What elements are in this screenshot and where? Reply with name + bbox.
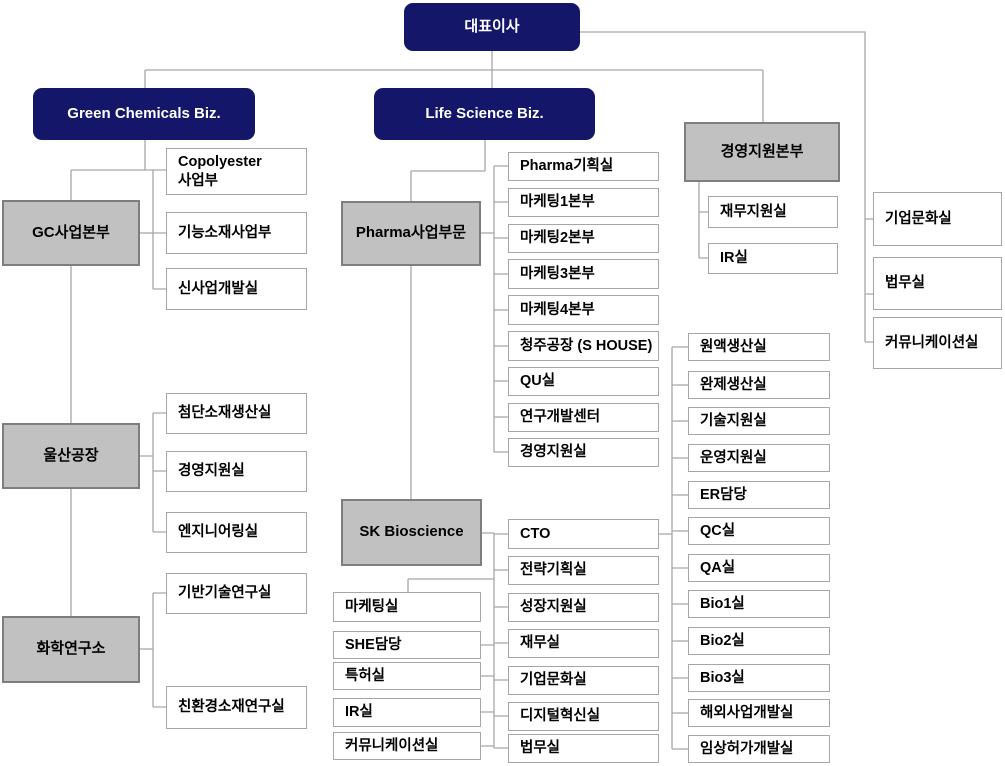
- org-node-cto-sub-8: Bio1실: [688, 590, 830, 618]
- org-node-green-chemicals-biz: Green Chemicals Biz.: [33, 88, 255, 140]
- org-node-pharma-sub-9: 경영지원실: [508, 438, 659, 467]
- org-node-ulsan-sub-2: 경영지원실: [166, 451, 307, 492]
- org-node-gc-division: GC사업본부: [2, 200, 140, 266]
- org-node-cto-sub-4: 운영지원실: [688, 444, 830, 472]
- org-node-skbio-left-4: IR실: [333, 698, 481, 727]
- org-node-staff-office-1: 기업문화실: [873, 192, 1002, 246]
- org-node-gc-sub-3: 신사업개발실: [166, 268, 307, 310]
- org-node-skbio-left-2: SHE담당: [333, 631, 481, 659]
- org-node-skbio-left-3: 특허실: [333, 662, 481, 690]
- org-node-skbio-right-4: 재무실: [508, 629, 659, 658]
- org-node-cto-sub-12: 임상허가개발실: [688, 735, 830, 763]
- org-node-skbio-right-6: 디지털혁신실: [508, 702, 659, 731]
- org-node-mgmt-sub-2: IR실: [708, 243, 838, 274]
- org-node-staff-office-3: 커뮤니케이션실: [873, 317, 1002, 369]
- org-node-chem-sub-2: 친환경소재연구실: [166, 686, 307, 729]
- org-node-pharma-sub-4: 마케팅3본부: [508, 259, 659, 289]
- org-node-gc-sub-2: 기능소재사업부: [166, 212, 307, 254]
- org-node-skbio-right-2: 전략기획실: [508, 556, 659, 585]
- org-node-cto-sub-2: 완제생산실: [688, 371, 830, 399]
- org-node-mgmt-sub-1: 재무지원실: [708, 196, 838, 228]
- org-node-cto-sub-7: QA실: [688, 554, 830, 582]
- org-node-pharma-sub-5: 마케팅4본부: [508, 295, 659, 325]
- org-node-pharma-sub-7: QU실: [508, 367, 659, 396]
- org-node-pharma-sub-8: 연구개발센터: [508, 403, 659, 432]
- org-node-skbio-right-1: CTO: [508, 519, 659, 549]
- org-node-ceo: 대표이사: [404, 3, 580, 51]
- org-node-skbio-right-7: 법무실: [508, 734, 659, 763]
- org-node-skbio-right-5: 기업문화실: [508, 666, 659, 695]
- org-node-sk-bioscience: SK Bioscience: [341, 499, 482, 566]
- org-node-cto-sub-9: Bio2실: [688, 627, 830, 655]
- org-node-gc-sub-1: Copolyester 사업부: [166, 148, 307, 195]
- org-node-cto-sub-11: 해외사업개발실: [688, 699, 830, 727]
- org-node-pharma-division: Pharma사업부문: [341, 201, 481, 266]
- org-node-skbio-left-5: 커뮤니케이션실: [333, 732, 481, 760]
- org-node-cto-sub-6: QC실: [688, 517, 830, 545]
- org-node-cto-sub-5: ER담당: [688, 481, 830, 509]
- org-node-pharma-sub-1: Pharma기획실: [508, 152, 659, 181]
- org-node-chemical-research-lab: 화학연구소: [2, 616, 140, 683]
- org-node-pharma-sub-6: 청주공장 (S HOUSE): [508, 331, 659, 361]
- org-node-ulsan-sub-1: 첨단소재생산실: [166, 393, 307, 434]
- org-node-cto-sub-3: 기술지원실: [688, 407, 830, 435]
- org-node-skbio-right-3: 성장지원실: [508, 593, 659, 622]
- org-node-staff-office-2: 법무실: [873, 257, 1002, 310]
- org-node-cto-sub-10: Bio3실: [688, 664, 830, 692]
- org-node-ulsan-plant: 울산공장: [2, 423, 140, 489]
- org-node-skbio-left-1: 마케팅실: [333, 592, 481, 622]
- org-node-management-support-hq: 경영지원본부: [684, 122, 840, 182]
- org-node-cto-sub-1: 원액생산실: [688, 333, 830, 361]
- org-node-pharma-sub-2: 마케팅1본부: [508, 188, 659, 217]
- org-node-pharma-sub-3: 마케팅2본부: [508, 224, 659, 253]
- org-node-life-science-biz: Life Science Biz.: [374, 88, 595, 140]
- org-node-chem-sub-1: 기반기술연구실: [166, 573, 307, 614]
- org-node-ulsan-sub-3: 엔지니어링실: [166, 512, 307, 553]
